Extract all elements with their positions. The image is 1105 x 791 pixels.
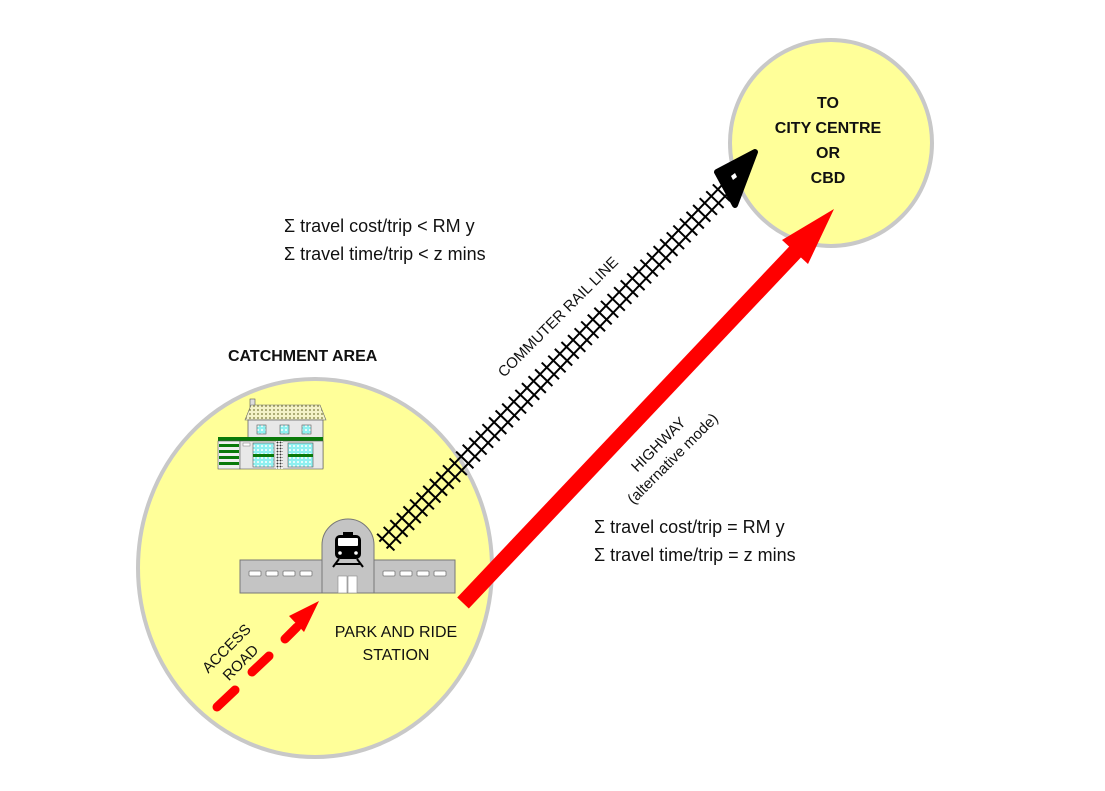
rail-tie: [567, 334, 587, 353]
highway-arrow-icon: [457, 209, 834, 609]
rail-tie: [527, 375, 547, 394]
destination-line-3: OR: [816, 145, 840, 162]
rail-tie: [462, 444, 481, 463]
rail-tie: [652, 245, 672, 264]
rail-tie: [692, 204, 712, 223]
rail-arrow-icon: [714, 149, 758, 208]
rail-tie: [712, 183, 731, 202]
rail-tie: [442, 464, 461, 483]
rail-tie: [455, 450, 475, 469]
rail-tie: [475, 430, 494, 449]
station-right-windows: [382, 570, 447, 577]
station-label-line-2: STATION: [363, 647, 430, 664]
destination-line-2: CITY CENTRE: [775, 120, 882, 137]
rail-tie: [593, 307, 613, 326]
rail-cost-condition: Σ travel cost/trip < RM y: [284, 216, 475, 236]
rail-tie: [481, 423, 501, 442]
highway-cost-condition: Σ travel cost/trip = RM y: [594, 517, 785, 537]
rail-line-2: [385, 188, 733, 550]
rail-tie: [429, 478, 448, 497]
rail-tie: [685, 211, 705, 230]
rail-tie: [646, 252, 666, 271]
city-centre-circle: [728, 38, 934, 248]
access-road-arrow-icon: [212, 601, 319, 712]
rail-tie: [409, 498, 429, 517]
destination-line-1: TO: [817, 95, 839, 112]
house-icon: [217, 398, 327, 470]
rail-tie: [633, 265, 652, 285]
rail-tie: [448, 457, 468, 476]
rail-tie: [508, 396, 527, 415]
rail-tie: [554, 348, 573, 367]
train-icon: [332, 532, 364, 568]
rail-tie: [376, 533, 396, 552]
rail-tie: [389, 519, 409, 538]
rail-tie: [560, 341, 580, 360]
rail-tie: [606, 293, 626, 312]
station-label-line-1: PARK AND RIDE: [335, 624, 457, 641]
rail-tie: [422, 485, 442, 504]
commuter-rail-track: [376, 181, 733, 552]
rail-time-condition: Σ travel time/trip < z mins: [284, 244, 486, 264]
catchment-area-title: CATCHMENT AREA: [228, 348, 378, 365]
rail-tie: [514, 389, 534, 408]
rail-tie: [705, 190, 725, 209]
rail-tie: [613, 286, 633, 305]
rail-tie: [619, 279, 639, 298]
rail-tie: [488, 416, 508, 435]
rail-tie: [402, 505, 422, 524]
rail-tie: [587, 313, 606, 332]
rail-tie: [580, 320, 600, 339]
rail-tie: [639, 259, 659, 278]
station-left-windows: [248, 570, 313, 577]
rail-tie: [396, 512, 415, 531]
station-door: [337, 575, 358, 594]
rail-tie: [666, 231, 685, 250]
rail-tie: [679, 217, 698, 237]
rail-tie: [415, 491, 435, 511]
rail-tie: [534, 368, 554, 387]
highway-time-condition: Σ travel time/trip = z mins: [594, 545, 796, 565]
rail-tie: [547, 354, 567, 374]
rail-tie: [540, 361, 560, 380]
rail-tie: [435, 471, 455, 490]
rail-tie: [698, 197, 718, 216]
rail-tie: [383, 526, 402, 545]
rail-tie: [468, 437, 488, 456]
rail-tie: [521, 382, 540, 401]
park-and-ride-station-building: [239, 518, 456, 594]
rail-tie: [626, 272, 646, 291]
rail-tie: [659, 238, 679, 257]
rail-tie: [573, 327, 593, 346]
destination-label: TO CITY CENTRE OR CBD: [775, 95, 882, 187]
destination-line-4: CBD: [811, 170, 846, 187]
rail-tie: [501, 402, 521, 422]
rail-line-1: [378, 181, 726, 543]
rail-tie: [600, 300, 619, 319]
rail-tie: [494, 409, 514, 428]
rail-tie: [672, 224, 692, 243]
highway-label: HIGHWAY (alternative mode): [624, 410, 722, 508]
